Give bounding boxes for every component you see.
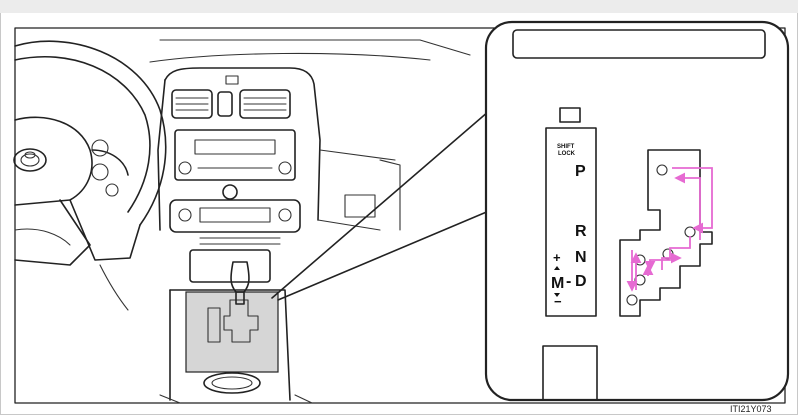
gear-n-label: N xyxy=(575,249,587,266)
shift-lock-label-line2: LOCK xyxy=(558,151,576,157)
shift-lock-label-line1: SHIFT xyxy=(557,144,575,150)
gear-plus-label: + xyxy=(553,250,561,265)
gear-p-label: P xyxy=(575,163,586,180)
gear-d-label: D xyxy=(575,273,587,290)
callout-lines xyxy=(272,105,496,300)
toyota-logo-icon xyxy=(14,149,46,171)
gear-r-label: R xyxy=(575,223,587,240)
gear-dash-label: - xyxy=(566,273,571,290)
steering-wheel xyxy=(15,41,166,265)
gear-m-label: M xyxy=(551,275,564,292)
center-stack xyxy=(158,68,320,282)
figure-code: ITI21Y073 xyxy=(730,404,772,414)
shift-gate-inset: SHIFT LOCK P R N D - M + − xyxy=(486,22,788,400)
gear-minus-label: − xyxy=(554,294,562,309)
passenger-dash xyxy=(318,150,400,230)
